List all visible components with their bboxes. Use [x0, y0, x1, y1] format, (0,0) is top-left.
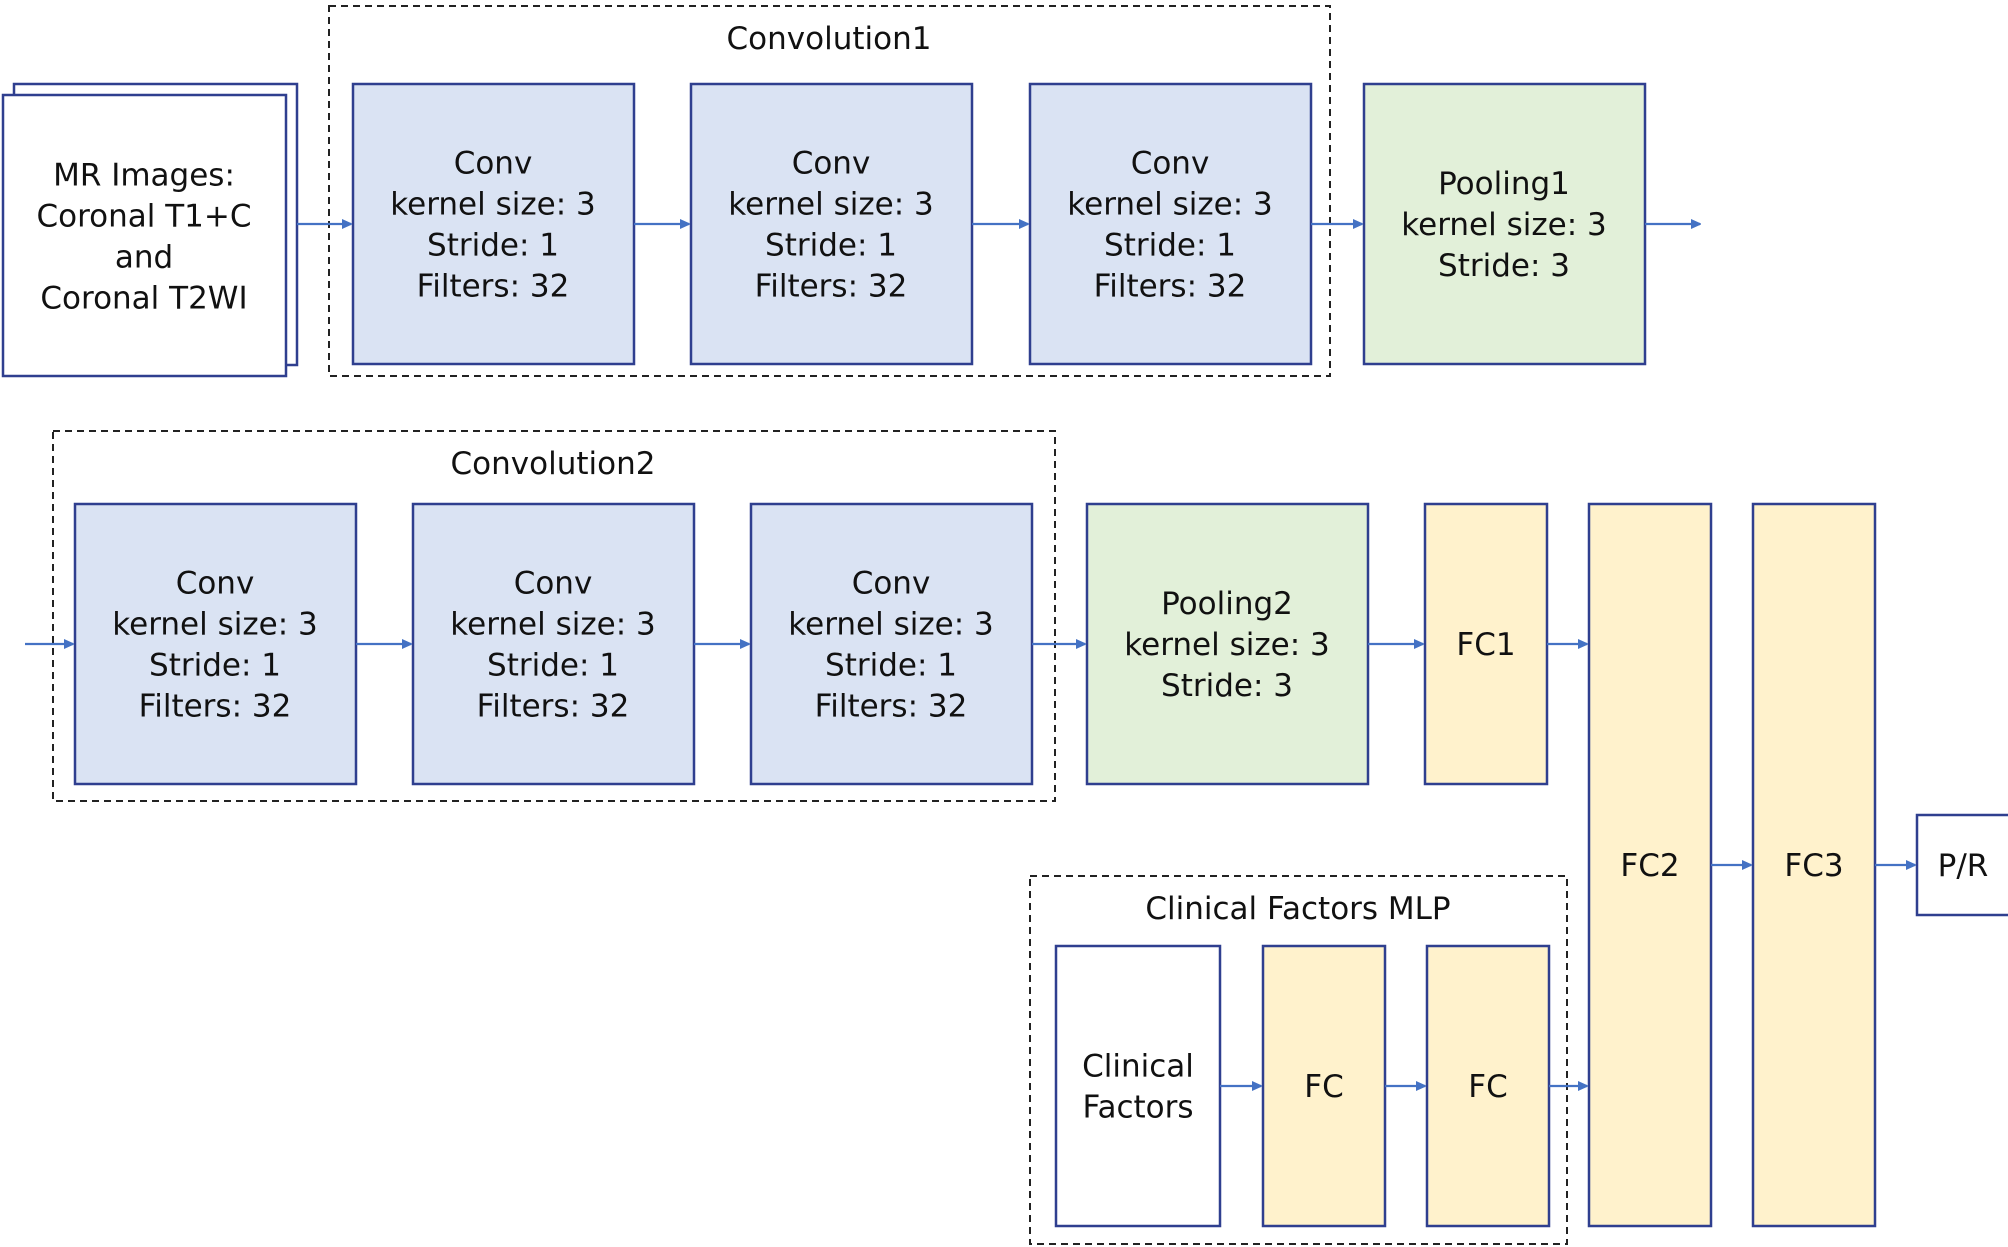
- node-text-line: Pooling2: [1161, 586, 1293, 622]
- node-text-line: Coronal T2WI: [40, 281, 247, 317]
- conv2-block-1: Conv kernel size: 3 Stride: 1 Filters: 32: [73, 502, 358, 786]
- node-text-line: kernel size: 3: [1401, 207, 1606, 243]
- node-text-line: Factors: [1082, 1090, 1193, 1126]
- node-text-line: Filters: 32: [139, 689, 292, 725]
- clinical-fc-block-b: FC: [1425, 944, 1551, 1228]
- conv1-block-2-label: Conv kernel size: 3 Stride: 1 Filters: 32: [728, 146, 933, 305]
- node-text-line: Filters: 32: [755, 269, 908, 305]
- conv2-block-1-label: Conv kernel size: 3 Stride: 1 Filters: 32: [112, 566, 317, 725]
- fc3-label: FC3: [1784, 848, 1843, 884]
- node-text-line: Stride: 1: [487, 648, 619, 684]
- node-text-line: P/R: [1938, 848, 1989, 884]
- node-text-line: Filters: 32: [417, 269, 570, 305]
- node-text-line: Conv: [852, 566, 931, 602]
- node-text-line: FC: [1468, 1069, 1507, 1105]
- node-text-line: Stride: 3: [1438, 248, 1570, 284]
- conv2-block-2-label: Conv kernel size: 3 Stride: 1 Filters: 32: [450, 566, 655, 725]
- convolution2-title: Convolution2: [451, 446, 656, 482]
- node-text-line: FC: [1304, 1069, 1343, 1105]
- node-text-line: and: [115, 240, 173, 276]
- conv2-block-2: Conv kernel size: 3 Stride: 1 Filters: 32: [411, 502, 696, 786]
- node-text-line: Stride: 1: [825, 648, 957, 684]
- node-text-line: FC2: [1620, 848, 1679, 884]
- node-text-line: Stride: 3: [1161, 668, 1293, 704]
- conv2-block-3-label: Conv kernel size: 3 Stride: 1 Filters: 32: [788, 566, 993, 725]
- node-text-line: Conv: [454, 146, 533, 182]
- node-text-line: Clinical: [1082, 1049, 1194, 1085]
- clinical-fc-a-label: FC: [1304, 1069, 1343, 1105]
- node-text-line: Conv: [176, 566, 255, 602]
- connector-arrows: [25, 224, 1915, 1086]
- node-text-line: Stride: 1: [149, 648, 281, 684]
- node-text-line: Stride: 1: [427, 228, 559, 264]
- convolution2-group: Convolution2: [52, 430, 1056, 802]
- clinical-fc-block-a: FC: [1261, 944, 1387, 1228]
- conv2-block-3: Conv kernel size: 3 Stride: 1 Filters: 32: [749, 502, 1034, 786]
- node-text-line: MR Images:: [53, 158, 235, 194]
- node-text-line: kernel size: 3: [788, 607, 993, 643]
- node-text-line: Stride: 1: [1104, 228, 1236, 264]
- node-text-line: kernel size: 3: [112, 607, 317, 643]
- clinical-mlp-title: Clinical Factors MLP: [1145, 891, 1450, 927]
- node-text-line: Coronal T1+C: [36, 199, 251, 235]
- node-text-line: FC1: [1456, 627, 1515, 663]
- node-text-line: kernel size: 3: [728, 187, 933, 223]
- node-text-line: FC3: [1784, 848, 1843, 884]
- node-text-line: Stride: 1: [765, 228, 897, 264]
- node-text-line: kernel size: 3: [390, 187, 595, 223]
- pooling2-block: Pooling2 kernel size: 3 Stride: 3: [1085, 502, 1370, 786]
- pooling1-block: Pooling1 kernel size: 3 Stride: 3: [1362, 82, 1647, 366]
- conv1-block-3: Conv kernel size: 3 Stride: 1 Filters: 32: [1028, 82, 1313, 366]
- fc2-block: FC2: [1587, 502, 1713, 1228]
- pooling2-label: Pooling2 kernel size: 3 Stride: 3: [1124, 586, 1329, 704]
- node-text-line: Filters: 32: [477, 689, 630, 725]
- clinical-fc-b-label: FC: [1468, 1069, 1507, 1105]
- node-text-line: Conv: [514, 566, 593, 602]
- clinical-mlp-group: Clinical Factors MLP: [1029, 875, 1568, 1245]
- pooling1-label: Pooling1 kernel size: 3 Stride: 3: [1401, 166, 1606, 284]
- node-text-line: kernel size: 3: [1124, 627, 1329, 663]
- node-text-line: Conv: [1131, 146, 1210, 182]
- convolution1-group: Convolution1: [328, 5, 1331, 377]
- node-text-line: Pooling1: [1438, 166, 1570, 202]
- fc1-label: FC1: [1456, 627, 1515, 663]
- fc2-label: FC2: [1620, 848, 1679, 884]
- node-text-line: kernel size: 3: [450, 607, 655, 643]
- conv1-block-1-label: Conv kernel size: 3 Stride: 1 Filters: 32: [390, 146, 595, 305]
- fc3-block: FC3: [1751, 502, 1877, 1228]
- conv1-block-1: Conv kernel size: 3 Stride: 1 Filters: 32: [351, 82, 636, 366]
- node-text-line: Filters: 32: [1094, 269, 1247, 305]
- output-label: P/R: [1938, 848, 1989, 884]
- conv1-block-2: Conv kernel size: 3 Stride: 1 Filters: 32: [689, 82, 974, 366]
- node-text-line: Conv: [792, 146, 871, 182]
- conv1-block-3-label: Conv kernel size: 3 Stride: 1 Filters: 32: [1067, 146, 1272, 305]
- output-block: P/R: [1915, 813, 2008, 917]
- fc1-block: FC1: [1423, 502, 1549, 786]
- convolution1-title: Convolution1: [727, 21, 932, 57]
- node-text-line: kernel size: 3: [1067, 187, 1272, 223]
- node-text-line: Filters: 32: [815, 689, 968, 725]
